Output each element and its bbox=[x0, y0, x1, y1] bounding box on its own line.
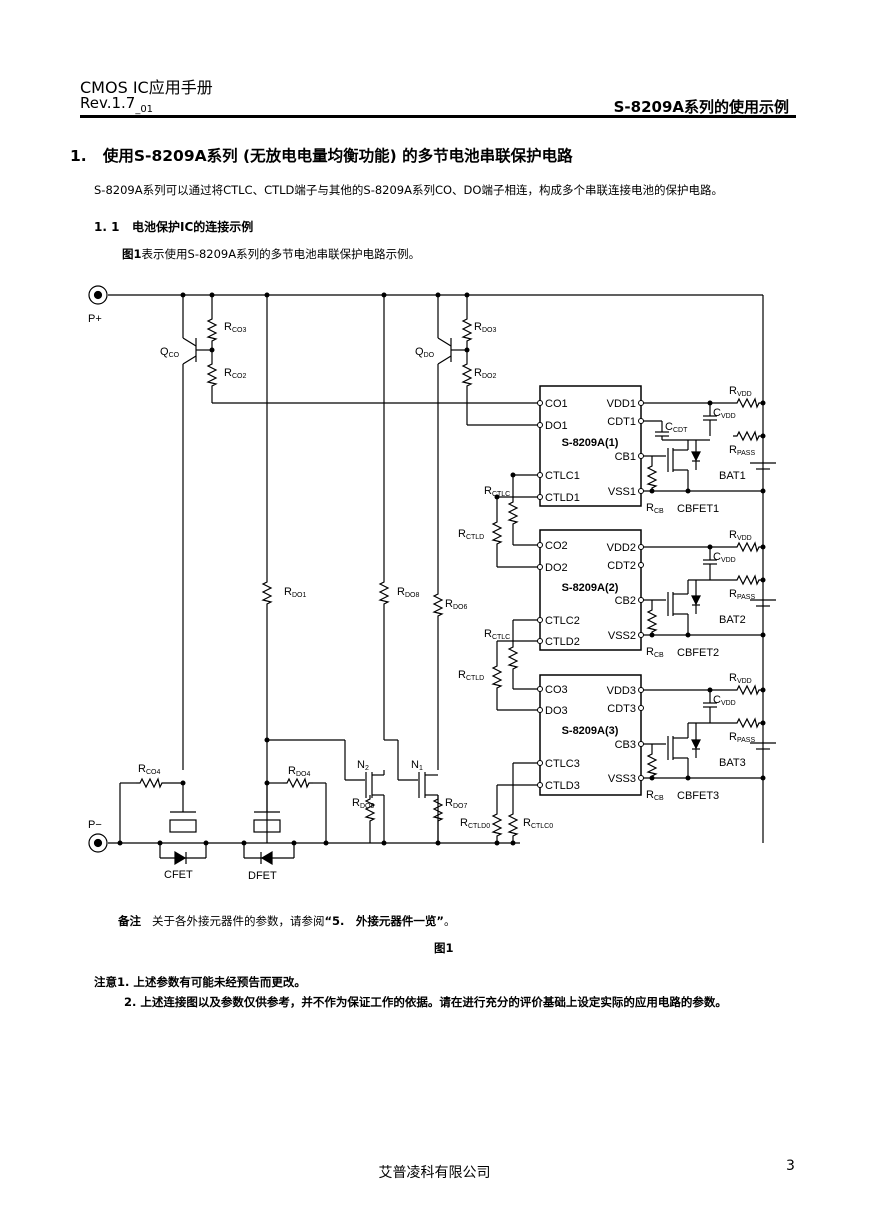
ic3-name: S-8209A(3) bbox=[562, 725, 619, 737]
ic3-pin-cb: CB3 bbox=[615, 739, 636, 751]
ic1-pin-cb: CB1 bbox=[615, 451, 636, 463]
dfet-label: DFET bbox=[248, 870, 277, 882]
caution-1: 注意1. 上述参数有可能未经预告而更改。 bbox=[94, 975, 306, 989]
cvdd-label-3: CVDD bbox=[713, 694, 736, 707]
section-header: S-8209A系列的使用示例 bbox=[613, 98, 789, 116]
cbfet1-label: CBFET1 bbox=[677, 503, 719, 515]
rctlc-label-1: RCTLC bbox=[484, 485, 510, 498]
cvdd-label-1: CVDD bbox=[713, 407, 736, 420]
rdo3-label: RDO3 bbox=[474, 321, 496, 334]
ic2-pin-co: CO2 bbox=[545, 540, 568, 552]
rpass-label-3: RPASS bbox=[729, 731, 755, 744]
rdo6-label: RDO6 bbox=[445, 598, 467, 611]
rcb-label-3: RCB bbox=[646, 789, 664, 802]
bat2-label: BAT2 bbox=[719, 614, 746, 626]
ic1-pin-do: DO1 bbox=[545, 420, 568, 432]
section-intro: S-8209A系列可以通过将CTLC、CTLD端子与其他的S-8209A系列CO… bbox=[94, 183, 723, 197]
ic3-pin-do: DO3 bbox=[545, 705, 568, 717]
ic1-name: S-8209A(1) bbox=[562, 437, 619, 449]
figure-intro: 图1表示使用S-8209A系列的多节电池串联保护电路示例。 bbox=[122, 247, 421, 261]
cvdd-label-2: CVDD bbox=[713, 551, 736, 564]
ic3-pin-cdt: CDT3 bbox=[607, 703, 636, 715]
rco4-label: RCO4 bbox=[138, 763, 160, 776]
ic1-pin-ctld: CTLD1 bbox=[545, 492, 580, 504]
ic2-pin-ctlc: CTLC2 bbox=[545, 615, 580, 627]
rctld0-label: RCTLD0 bbox=[460, 817, 490, 830]
ic3-pin-vdd: VDD3 bbox=[607, 685, 636, 697]
subsection-title: 1. 1 电池保护IC的连接示例 bbox=[94, 220, 254, 234]
rdo2-label: RDO2 bbox=[474, 367, 496, 380]
bat1-label: BAT1 bbox=[719, 470, 746, 482]
ccdt-label-1: CCDT bbox=[665, 421, 688, 434]
revision: Rev.1.7_01 bbox=[80, 94, 154, 115]
ic1-pin-vdd: VDD1 bbox=[607, 398, 636, 410]
n2-label: N2 bbox=[357, 759, 369, 772]
rvdd-label-2: RVDD bbox=[729, 529, 752, 542]
bat3-label: BAT3 bbox=[719, 757, 746, 769]
cbfet2-label: CBFET2 bbox=[677, 647, 719, 659]
ic2-pin-cdt: CDT2 bbox=[607, 560, 636, 572]
caution-2: 2. 上述连接图以及参数仅供参考，并不作为保证工作的依据。请在进行充分的评价基础… bbox=[124, 995, 727, 1009]
cbfet3-label: CBFET3 bbox=[677, 790, 719, 802]
ic2-name: S-8209A(2) bbox=[562, 582, 619, 594]
rdo9-label: RDO9 bbox=[352, 797, 374, 810]
section-title: 1. 使用S-8209A系列 (无放电电量均衡功能) 的多节电池串联保护电路 bbox=[70, 147, 573, 165]
ic2-pin-do: DO2 bbox=[545, 562, 568, 574]
figure-caption: 图1 bbox=[434, 941, 454, 955]
ic3-pin-ctld: CTLD3 bbox=[545, 780, 580, 792]
rdo1-label: RDO1 bbox=[284, 586, 306, 599]
ic3-pin-ctlc: CTLC3 bbox=[545, 758, 580, 770]
rco2-label: RCO2 bbox=[224, 367, 246, 380]
rdo4-label: RDO4 bbox=[288, 765, 310, 778]
ic2-pin-ctld: CTLD2 bbox=[545, 636, 580, 648]
circuit-diagram: P+ P− QCO QDO RCO3 RCO2 RDO3 RDO2 RDO1 R… bbox=[88, 285, 776, 882]
ic2-pin-vdd: VDD2 bbox=[607, 542, 636, 554]
n1-label: N1 bbox=[411, 759, 423, 772]
rvdd-label-3: RVDD bbox=[729, 672, 752, 685]
rdo7-label: RDO7 bbox=[445, 797, 467, 810]
qco-label: QCO bbox=[160, 346, 180, 359]
rcb-label-1: RCB bbox=[646, 502, 664, 515]
rctlc0-label: RCTLC0 bbox=[523, 817, 553, 830]
page-number: 3 bbox=[786, 1158, 795, 1174]
rctld-label-2: RCTLD bbox=[458, 669, 484, 682]
rctlc-label-2: RCTLC bbox=[484, 628, 510, 641]
p-minus-label: P− bbox=[88, 819, 102, 831]
doc-type: CMOS IC应用手册 bbox=[80, 78, 213, 97]
rpass-label-1: RPASS bbox=[729, 444, 755, 457]
ic1-pin-ctlc: CTLC1 bbox=[545, 470, 580, 482]
p-plus-label: P+ bbox=[88, 313, 102, 325]
header-rule bbox=[80, 115, 796, 118]
qdo-label: QDO bbox=[415, 346, 435, 359]
remark: 备注 关于各外接元器件的参数，请参阅“5. 外接元器件一览”。 bbox=[118, 914, 456, 928]
rdo8-label: RDO8 bbox=[397, 586, 419, 599]
ic2-pin-cb: CB2 bbox=[615, 595, 636, 607]
rcb-label-2: RCB bbox=[646, 646, 664, 659]
ic1-pin-co: CO1 bbox=[545, 398, 568, 410]
rctld-label-1: RCTLD bbox=[458, 528, 484, 541]
cfet-label: CFET bbox=[164, 869, 193, 881]
rpass-label-2: RPASS bbox=[729, 588, 755, 601]
rco3-label: RCO3 bbox=[224, 321, 246, 334]
ic1-pin-cdt: CDT1 bbox=[607, 416, 636, 428]
rvdd-label-1: RVDD bbox=[729, 385, 752, 398]
ic1-pin-vss: VSS1 bbox=[608, 486, 636, 498]
ic3-pin-vss: VSS3 bbox=[608, 773, 636, 785]
ic3-pin-co: CO3 bbox=[545, 684, 568, 696]
ic2-pin-vss: VSS2 bbox=[608, 630, 636, 642]
company-name: 艾普凌科有限公司 bbox=[378, 1165, 491, 1181]
